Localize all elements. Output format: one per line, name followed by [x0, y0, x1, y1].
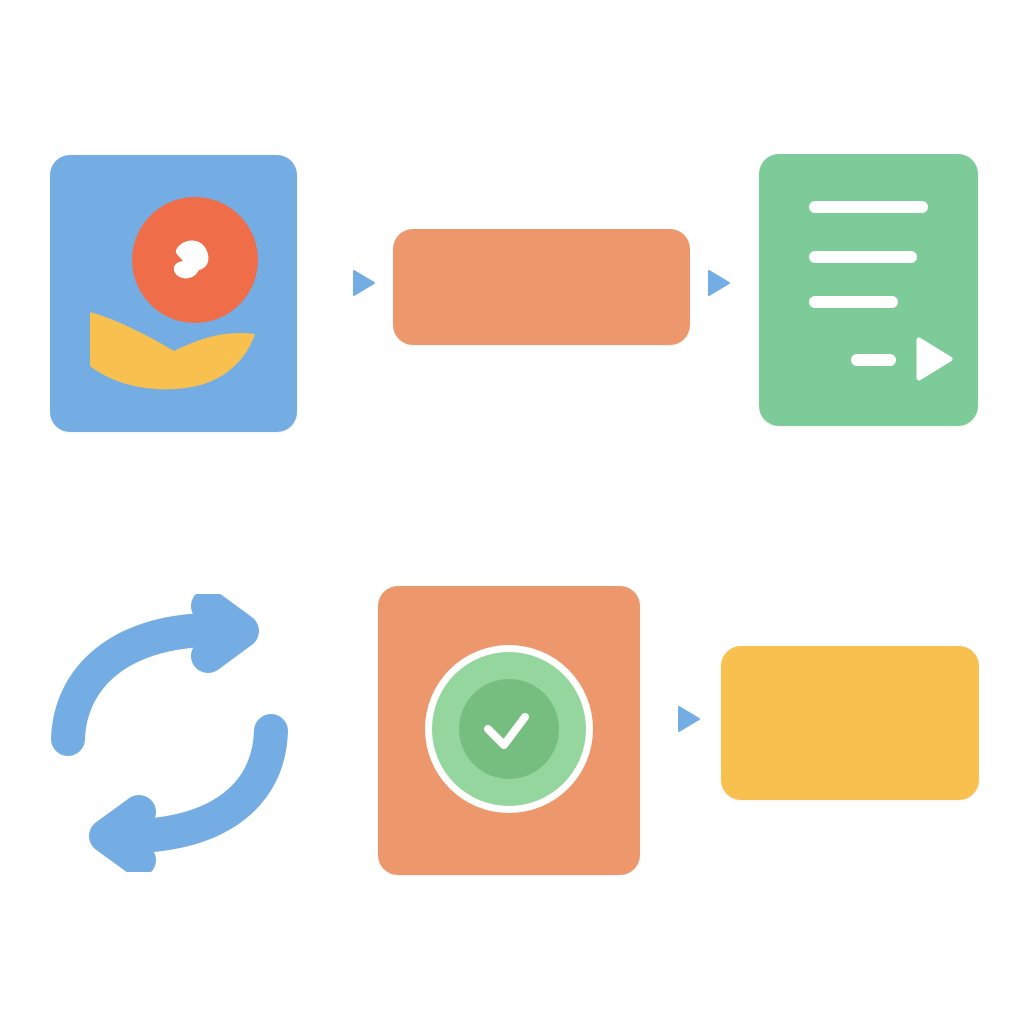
check-inner-circle: [459, 679, 559, 779]
bottom-middle-check-card: [378, 586, 640, 875]
sync-icon: [51, 594, 288, 872]
check-mark: [484, 713, 529, 749]
top-right-document-card: [759, 154, 978, 426]
sync-arrow-bottom: [89, 795, 156, 872]
white-swirl-mark: [173, 240, 209, 279]
play-icon: [916, 337, 953, 381]
sync-arc-top: [51, 613, 225, 756]
bottom-left-sync-icon: [51, 594, 288, 872]
sync-arrow-top: [191, 594, 259, 673]
arrow-right-icon: [708, 270, 730, 296]
top-left-image-card: [50, 155, 297, 432]
document-play-icon: [809, 201, 953, 381]
arrow-right-icon: [678, 706, 700, 732]
image-icon: [90, 197, 258, 390]
top-middle-process-box: [393, 229, 690, 345]
bottom-right-output-box: [721, 646, 979, 800]
yellow-wave: [90, 312, 255, 390]
check-circle-icon: [425, 645, 593, 813]
sync-arc-bottom: [122, 714, 288, 853]
arrow-right-icon: [353, 270, 375, 296]
